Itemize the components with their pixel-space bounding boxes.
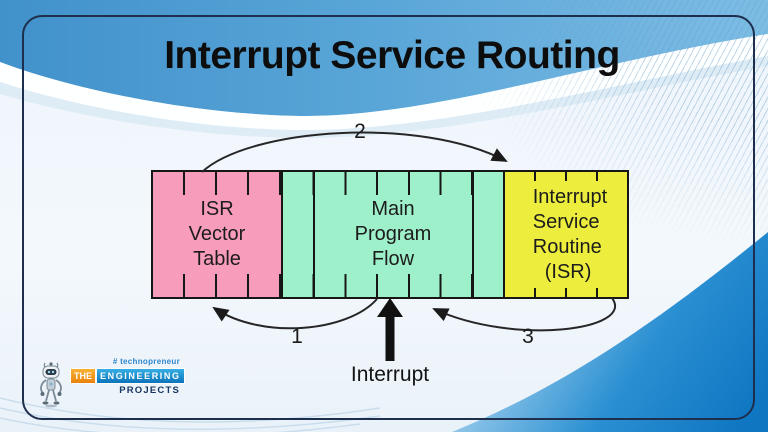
corner-swoosh (452, 232, 768, 432)
slide-frame (22, 15, 755, 420)
arrow-3-label: 3 (522, 325, 534, 348)
arrow-2-label: 2 (354, 120, 366, 143)
logo-tagline: # technopreneur (112, 357, 180, 366)
tick-marks (153, 274, 281, 297)
white-swoosh (0, 34, 768, 131)
segment-interrupt-service-routine: Interrupt Service Routine (ISR) (503, 172, 627, 297)
segment-isr-vector-table: ISR Vector Table (153, 172, 281, 297)
tick-marks (505, 172, 627, 181)
arrow-1-label: 1 (291, 325, 303, 348)
segment-label: ISR Vector Table (188, 198, 246, 270)
logo-word-engineering: ENGINEERING (96, 368, 185, 384)
segment-label: Interrupt Service Routine (ISR) (532, 185, 608, 283)
memory-bar: ISR Vector Table Main Program Flow Inter… (151, 170, 629, 299)
tick-marks (153, 172, 281, 195)
page-title: Interrupt Service Routing (164, 34, 620, 77)
tick-marks (283, 172, 503, 195)
segment-label: Main Program Flow (354, 198, 432, 270)
logo-word-the: THE (70, 368, 96, 384)
logo-word-projects: PROJECTS (119, 385, 180, 396)
cell-divider (313, 172, 315, 297)
robot-icon (40, 362, 62, 408)
tick-marks (505, 288, 627, 297)
segment-main-program-flow: Main Program Flow (281, 172, 503, 297)
sky-band (0, 0, 768, 117)
tick-marks (283, 274, 503, 297)
brand-logo: # technopreneur THE ENGINEERING PROJECTS (36, 357, 185, 413)
interrupt-label: Interrupt (350, 363, 430, 386)
cell-divider (472, 172, 474, 297)
